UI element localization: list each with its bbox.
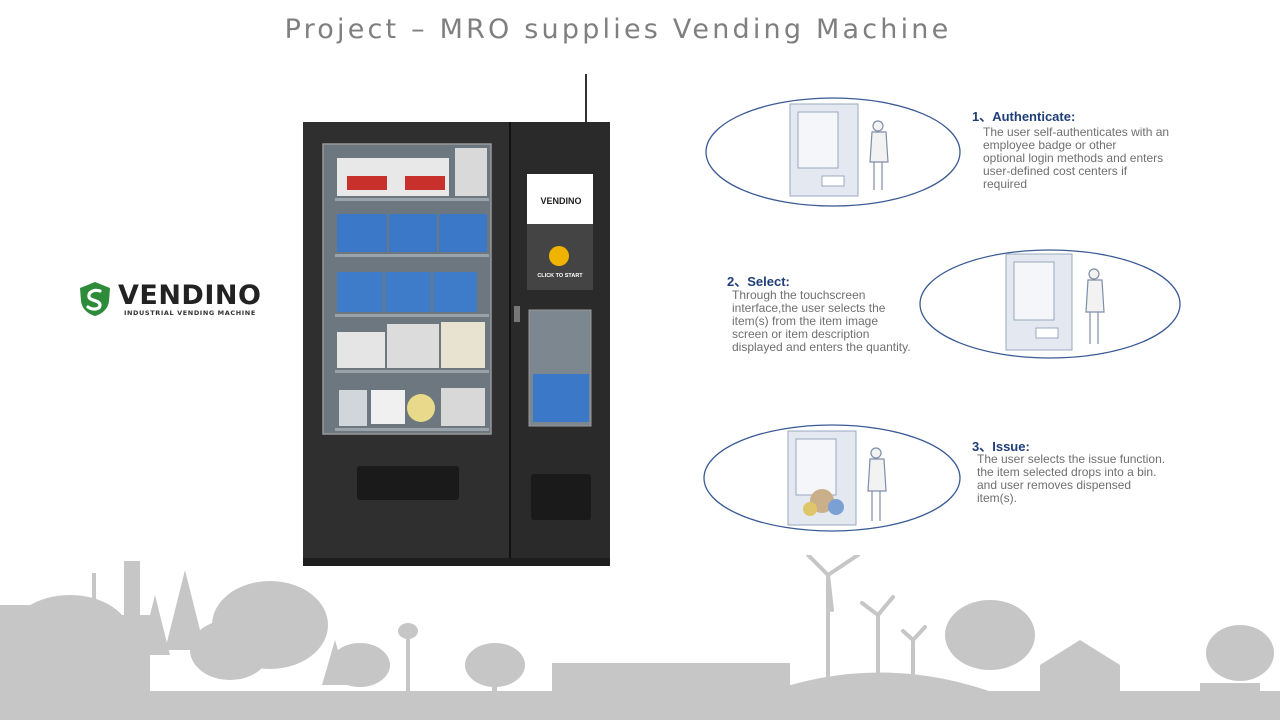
step-2-line: screen or item description <box>732 327 870 341</box>
step-1-line: user-defined cost centers if <box>983 164 1128 178</box>
step-2-line: displayed and enters the quantity. <box>732 340 911 354</box>
step-1-line: optional login methods and enters <box>983 151 1164 165</box>
step-3-line: the item selected drops into a bin. <box>977 465 1157 479</box>
brand-name: VENDINO <box>118 280 262 311</box>
step-2-line: Through the touchscreen <box>732 288 866 302</box>
city-skyline-graphic <box>0 555 1280 720</box>
step-2-title: 2、Select: <box>727 274 790 289</box>
shield-logo-icon <box>80 282 110 316</box>
step-1-line: required <box>983 177 1028 191</box>
step-3-title: 3、Issue: <box>972 439 1030 454</box>
authenticate-illustration <box>705 97 961 207</box>
brand-tagline: INDUSTRIAL VENDING MACHINE <box>124 309 256 317</box>
step-3-line: item(s). <box>977 491 1017 505</box>
issue-illustration <box>703 424 961 532</box>
screen-brand: VENDINO <box>540 196 581 206</box>
vending-machine-image: VENDINO CLICK TO START <box>303 74 610 566</box>
screen-cta: CLICK TO START <box>537 273 583 279</box>
step-2-description: Through the touchscreen interface,the us… <box>732 289 911 354</box>
step-3-description: The user selects the issue function. the… <box>977 453 1165 505</box>
step-1-line: The user self-authenticates with an <box>983 125 1170 139</box>
step-3-line: and user removes dispensed <box>977 478 1132 492</box>
step-1-title: 1、Authenticate: <box>972 109 1076 124</box>
slide-title: Project – MRO supplies Vending Machine <box>284 14 952 45</box>
step-3-line: The user selects the issue function. <box>977 452 1166 466</box>
step-2-line: item(s) from the item image <box>732 314 879 328</box>
step-1-description: The user self-authenticates with an empl… <box>983 126 1169 191</box>
step-1-line: employee badge or other <box>983 138 1117 152</box>
step-2-line: interface,the user selects the <box>732 301 886 315</box>
select-illustration <box>919 249 1181 359</box>
vendino-logo: VENDINO INDUSTRIAL VENDING MACHINE <box>78 280 261 320</box>
